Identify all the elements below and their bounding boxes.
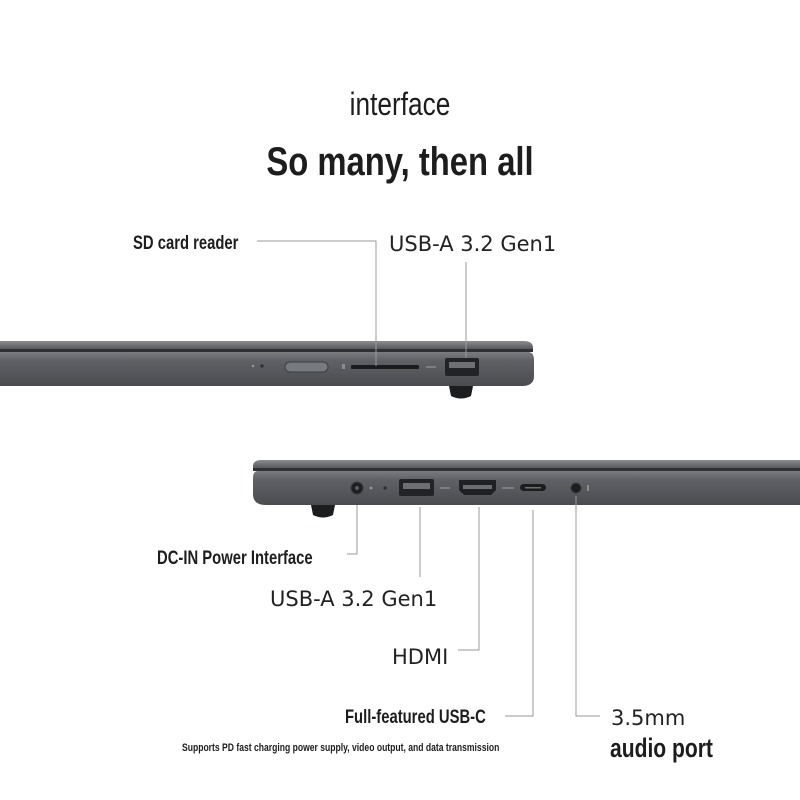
laptop-lid bbox=[0, 341, 533, 350]
laptop-left-side bbox=[253, 460, 800, 518]
laptop-hinge-gap bbox=[0, 349, 533, 352]
usb-c-description: Supports PD fast charging power supply, … bbox=[182, 742, 500, 754]
laptop-right-side bbox=[0, 341, 534, 399]
sd-card-callout-line bbox=[257, 240, 377, 366]
section-subtitle: interface bbox=[349, 86, 451, 122]
bottom-callouts bbox=[347, 496, 600, 717]
sd-card-reader-label: SD card reader bbox=[133, 233, 239, 254]
headphone-symbol-icon bbox=[587, 485, 589, 491]
dc-in-callout-line bbox=[347, 505, 358, 555]
top-callouts bbox=[257, 240, 467, 366]
led-indicator-icon bbox=[383, 486, 387, 490]
usb-c-tongue-icon bbox=[525, 487, 541, 489]
led-indicator-icon bbox=[260, 364, 264, 368]
laptop-hinge-gap bbox=[253, 468, 800, 471]
usb-c-label: Full-featured USB-C bbox=[345, 707, 486, 728]
dc-in-pin-icon bbox=[355, 486, 359, 490]
usb-a-right-label: USB-A 3.2 Gen1 bbox=[389, 232, 557, 256]
audio-port-label-line1: 3.5mm bbox=[611, 706, 686, 730]
audio-callout-line bbox=[575, 496, 600, 717]
rubber-foot-icon bbox=[311, 505, 335, 518]
usb-a-tongue-icon bbox=[403, 483, 430, 489]
usb-c-callout-line bbox=[505, 510, 534, 717]
usb-symbol-icon bbox=[426, 366, 436, 368]
audio-jack-icon bbox=[570, 482, 582, 494]
dc-in-label: DC-IN Power Interface bbox=[157, 548, 313, 569]
laptop-lid bbox=[253, 460, 800, 469]
power-button-icon bbox=[284, 361, 329, 373]
led-indicator-icon bbox=[369, 486, 373, 490]
hdmi-label: HDMI bbox=[392, 645, 449, 669]
usb-a-left-label: USB-A 3.2 Gen1 bbox=[270, 587, 438, 611]
usb-symbol-icon bbox=[440, 487, 450, 489]
hdmi-symbol-icon bbox=[502, 487, 514, 489]
sd-slot-icon bbox=[351, 365, 419, 369]
section-headline: So many, then all bbox=[266, 140, 534, 184]
audio-port-label-line2: audio port bbox=[610, 733, 713, 763]
usb-a-tongue-icon bbox=[449, 362, 475, 368]
laptop-base bbox=[0, 352, 534, 386]
hdmi-callout-line bbox=[458, 507, 480, 651]
led-indicator-icon bbox=[251, 364, 255, 368]
hdmi-contacts-icon bbox=[463, 485, 492, 489]
sd-symbol-icon bbox=[342, 364, 345, 369]
rubber-foot-icon bbox=[449, 386, 473, 399]
